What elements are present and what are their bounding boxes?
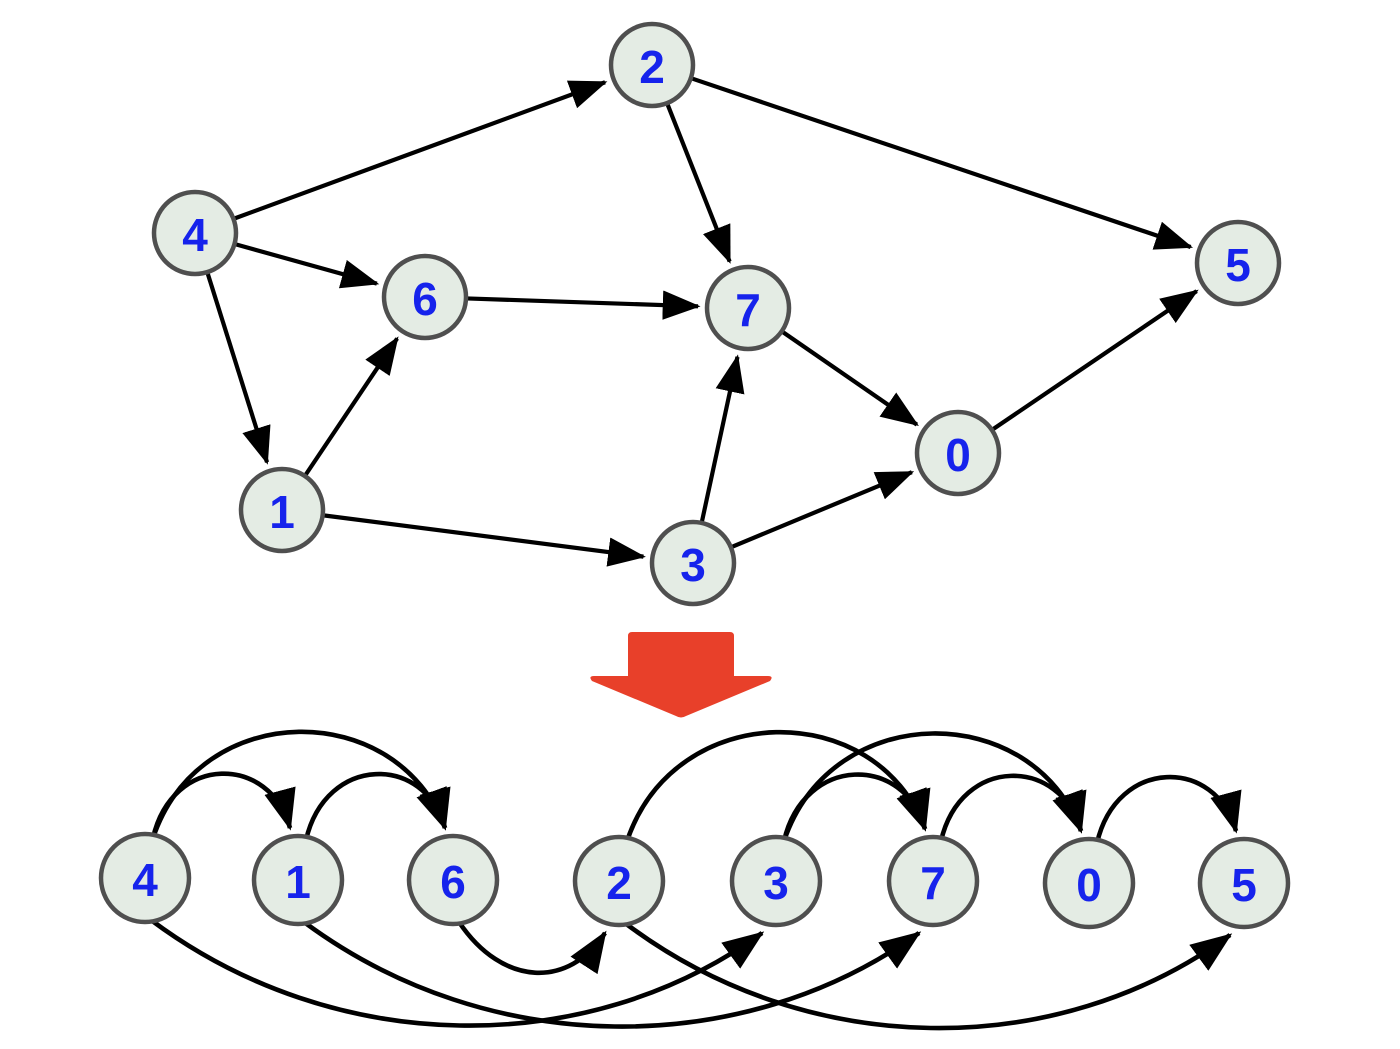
node-circle-0 [914, 409, 1002, 497]
edge-6-to-7 [466, 290, 701, 320]
order-node-6[interactable]: 6 [406, 833, 500, 927]
graph-node-1[interactable]: 1 [238, 466, 326, 554]
node-circle-5 [1194, 219, 1282, 307]
edge-4-to-6 [234, 242, 380, 289]
edge-2-to-7 [665, 103, 732, 264]
node-label-7: 7 [735, 284, 761, 336]
graph-node-3[interactable]: 3 [649, 519, 737, 607]
node-circle-1 [238, 466, 326, 554]
order-node-circle-0 [1042, 836, 1136, 930]
order-edge-above-0-to-5 [1094, 774, 1242, 844]
graph-node-0[interactable]: 0 [914, 409, 1002, 497]
order-node-2[interactable]: 2 [572, 834, 666, 928]
bottom-graph-edges [149, 729, 1242, 1031]
node-circle-2 [608, 21, 696, 109]
graph-node-7[interactable]: 7 [704, 264, 792, 352]
node-circle-7 [704, 264, 792, 352]
order-node-label-6: 6 [440, 856, 466, 908]
order-edge-below-6-to-2 [457, 920, 607, 976]
order-node-circle-7 [886, 834, 980, 928]
order-node-circle-6 [406, 833, 500, 927]
order-node-label-7: 7 [920, 857, 946, 909]
node-circle-4 [151, 189, 239, 277]
order-node-label-0: 0 [1076, 859, 1102, 911]
order-node-1[interactable]: 1 [251, 833, 345, 927]
order-node-3[interactable]: 3 [729, 834, 823, 928]
order-node-7[interactable]: 7 [886, 834, 980, 928]
node-circle-3 [649, 519, 737, 607]
order-node-label-5: 5 [1231, 859, 1257, 911]
order-edge-above-1-to-6 [303, 771, 451, 841]
edge-1-to-3 [323, 513, 646, 567]
graph-node-5[interactable]: 5 [1194, 219, 1282, 307]
edge-3-to-7 [699, 354, 745, 523]
graph-node-2[interactable]: 2 [608, 21, 696, 109]
order-node-circle-5 [1197, 836, 1291, 930]
node-label-3: 3 [680, 539, 706, 591]
order-node-circle-1 [251, 833, 345, 927]
node-label-2: 2 [639, 41, 665, 93]
order-edge-below-1-to-7 [302, 920, 922, 1029]
edge-3-to-0 [730, 470, 915, 549]
order-node-5[interactable]: 5 [1197, 836, 1291, 930]
order-node-4[interactable]: 4 [98, 831, 192, 925]
order-edge-above-3-to-0 [781, 731, 1084, 842]
node-label-6: 6 [412, 273, 438, 325]
order-node-label-1: 1 [285, 856, 311, 908]
order-node-label-4: 4 [132, 854, 158, 906]
order-edge-above-3-to-7 [781, 772, 931, 842]
order-node-0[interactable]: 0 [1042, 836, 1136, 930]
order-edge-below-2-to-5 [623, 921, 1233, 1031]
order-node-circle-2 [572, 834, 666, 928]
edge-0-to-5 [991, 289, 1199, 432]
order-edge-above-7-to-0 [938, 773, 1087, 842]
order-node-label-3: 3 [763, 857, 789, 909]
order-node-label-2: 2 [606, 857, 632, 909]
order-edge-above-4-to-1 [150, 771, 296, 839]
order-edge-below-4-to-3 [149, 918, 765, 1028]
graph-node-6[interactable]: 6 [381, 253, 469, 341]
order-edge-above-4-to-6 [150, 729, 448, 839]
edge-1-to-6 [303, 336, 399, 477]
graph-node-4[interactable]: 4 [151, 189, 239, 277]
down-arrow-icon [590, 632, 772, 718]
node-label-0: 0 [945, 429, 971, 481]
bottom-graph-nodes: 4 1 6 2 3 7 0 5 [98, 831, 1291, 930]
node-label-1: 1 [269, 486, 295, 538]
edge-4-to-1 [205, 272, 271, 465]
top-graph-nodes: 2 4 5 6 7 0 1 3 [151, 21, 1282, 607]
edge-7-to-0 [781, 330, 919, 427]
order-node-circle-3 [729, 834, 823, 928]
node-label-5: 5 [1225, 239, 1251, 291]
top-graph-edges [205, 76, 1199, 567]
edge-2-to-5 [691, 76, 1194, 250]
node-circle-6 [381, 253, 469, 341]
order-node-circle-4 [98, 831, 192, 925]
order-edge-above-2-to-7 [624, 729, 928, 842]
edge-4-to-2 [233, 80, 608, 221]
node-label-4: 4 [182, 209, 208, 261]
